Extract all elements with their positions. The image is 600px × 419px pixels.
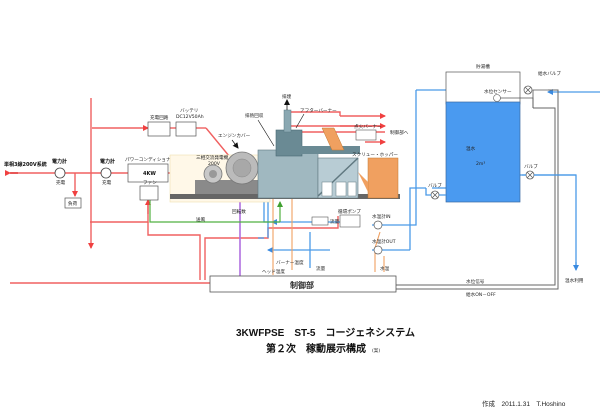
heat-exchanger — [257, 149, 319, 199]
exhaust-stack — [283, 109, 292, 133]
hopper-chute — [358, 172, 368, 192]
fan-label: ファン — [143, 180, 157, 186]
chamber-window — [347, 181, 357, 197]
title-line1: 3KWFPSE ST-5 コージェネシステム — [236, 327, 415, 339]
valve-right-label: バルブ — [524, 163, 538, 170]
grid-label: 単相3線200V系統 — [4, 161, 47, 168]
supply-valve — [523, 85, 533, 95]
pump-label: 循環ポンプ — [338, 208, 361, 215]
screw-feeder — [300, 146, 360, 154]
fuel-chute — [321, 127, 345, 151]
ignition-burner-label: 点火バーナー — [354, 124, 382, 130]
chamber-window — [335, 181, 347, 197]
heat-recovery-unit — [275, 129, 303, 157]
flow-label: 流量 — [316, 265, 326, 272]
generator-label: 三相交流発電機 — [196, 154, 229, 161]
engine-assembly: 三相交流発電機 200V エンジンカバー 排煙 排熱回収 アフターバーナー 点火… — [169, 93, 409, 203]
meter1-sub: 売電 — [56, 179, 66, 186]
engine-hub — [232, 158, 252, 178]
meter2-label: 電力計 — [100, 158, 115, 165]
title-line2: 第２次 稼動展示構成 — [266, 342, 366, 355]
tank-top — [445, 71, 521, 105]
battery-label: バッテリ — [180, 108, 198, 114]
water-temp-label: 水温 — [380, 265, 390, 272]
screw-hopper-label: スクリュー・ホッパー — [352, 152, 398, 158]
hot-water-label: 温水 — [466, 145, 476, 152]
flowmeter-label: 流量計 — [330, 218, 344, 225]
battery-spec: DC12V50Ah — [176, 114, 204, 120]
power-meter-sell — [54, 167, 66, 179]
valve-right — [525, 170, 535, 180]
tank-volume: 2m³ — [476, 161, 485, 167]
afterburner-label: アフターバーナー — [300, 107, 337, 114]
credit: 作成 2011.1.31 T.Hoshino — [482, 399, 566, 408]
load-box — [64, 197, 82, 209]
controller-label: 制御部 — [290, 280, 314, 290]
ignition-burner — [355, 129, 377, 141]
circulation-pump — [339, 214, 361, 228]
temp-meter-out — [373, 245, 383, 255]
control-lines — [395, 89, 559, 290]
battery-box — [175, 121, 197, 137]
fan-box — [139, 185, 159, 201]
tank-label: 貯湯槽 — [476, 63, 490, 70]
generator-spec: 200V — [208, 161, 221, 167]
conditioner-label: パワーコンディショナ — [125, 156, 171, 163]
engine-cover-label: エンジンカバー — [218, 133, 251, 139]
flowmeter — [311, 216, 329, 226]
engine-frame — [195, 180, 265, 194]
title-line2-suffix: (案) — [372, 347, 380, 354]
chamber-window — [321, 181, 333, 197]
valve-left-label: バルブ — [428, 182, 442, 189]
air-line — [149, 200, 283, 223]
burner-temp-label: バーナー温度 — [276, 259, 304, 266]
screw-hopper — [367, 157, 399, 199]
level-sensor-label: 水位センサー — [484, 88, 512, 95]
heat-recovery-label: 排熱回収 — [245, 112, 264, 119]
controller-box — [209, 275, 397, 293]
charger-label: 充電回路 — [150, 114, 169, 121]
supply-valve-label: 給水バルブ — [538, 70, 561, 77]
water-devices: 流量計 循環ポンプ 水温計IN 水温計OUT — [311, 208, 396, 255]
to-controller-label: 制御部へ — [390, 129, 409, 136]
temp-meter-in — [373, 220, 383, 230]
temp-in-label: 水温計IN — [372, 213, 391, 220]
storage-tank: 貯湯槽 温水 2m³ 水位センサー — [445, 63, 534, 203]
power-conditioner-box — [127, 163, 169, 183]
meter2-sub: 充電 — [102, 179, 112, 186]
meter1-label: 電力計 — [52, 158, 67, 165]
level-sensor — [493, 94, 501, 102]
air-label: 送風 — [196, 216, 206, 223]
valve-left — [430, 190, 440, 200]
power-meter-charge — [100, 167, 112, 179]
rpm-label: 回転数 — [232, 208, 246, 215]
head-temp-label: ヘッド温度 — [262, 268, 285, 275]
hot-water-use-label: 温水利用 — [565, 277, 584, 284]
charger-box — [147, 121, 171, 137]
conditioner-value: 4KW — [143, 171, 156, 177]
level-signal-label: 水位信号 — [466, 278, 485, 285]
grid-section: 単相3線200V系統 電力計 売電 電力計 充電 負荷 — [4, 158, 115, 209]
tank-water — [445, 101, 521, 203]
supply-onoff-label: 給水ON－OFF — [466, 291, 496, 298]
valves — [430, 85, 535, 200]
generator-hub — [209, 170, 217, 178]
temp-out-label: 水温計OUT — [372, 238, 396, 245]
load-label: 負荷 — [68, 200, 78, 207]
exhaust-label: 排煙 — [282, 93, 292, 100]
controller: 制御部 — [209, 275, 397, 293]
